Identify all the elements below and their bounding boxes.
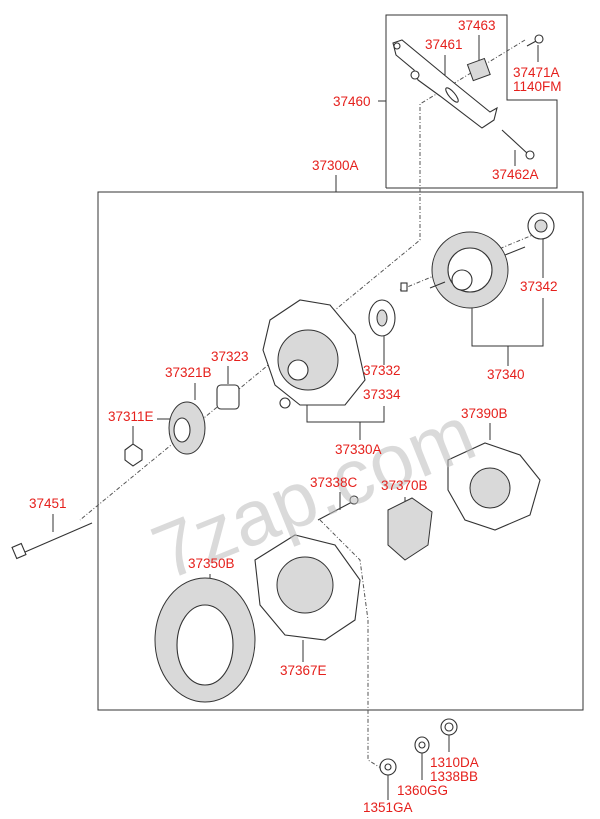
label-1310DA[interactable]: 1310DA	[430, 755, 479, 770]
screw-37334	[400, 282, 408, 292]
bracket-37461	[392, 39, 498, 129]
label-37334[interactable]: 37334	[363, 387, 401, 402]
rear-cover-37390B	[447, 442, 541, 531]
bolt-37462A	[501, 129, 535, 160]
label-37321B[interactable]: 37321B	[165, 365, 212, 380]
bolt-37451	[11, 522, 93, 560]
label-37350B[interactable]: 37350B	[188, 556, 235, 571]
label-1140FM[interactable]: 1140FM	[513, 79, 562, 94]
bushing-37463	[466, 57, 491, 82]
bolt-37471A	[526, 34, 544, 47]
pulley-37321B	[168, 401, 206, 455]
label-37338C[interactable]: 37338C	[310, 475, 358, 490]
label-37300A[interactable]: 37300A	[312, 158, 359, 173]
nut-1310DA	[440, 718, 458, 736]
bearing-37342	[527, 212, 555, 240]
washer-1351GA	[379, 758, 397, 776]
front-housing-37330A	[262, 299, 366, 409]
label-37311E[interactable]: 37311E	[108, 409, 154, 424]
rotor-37340	[429, 231, 526, 309]
label-37451[interactable]: 37451	[29, 496, 67, 511]
bearing-37332	[368, 299, 396, 337]
bolt-37338C	[317, 495, 359, 521]
brush-holder-37370B	[387, 497, 433, 561]
washer-1360GG	[414, 736, 430, 754]
label-37390B[interactable]: 37390B	[461, 406, 508, 421]
label-1338BB[interactable]: 1338BB	[430, 769, 478, 784]
label-37460[interactable]: 37460	[333, 94, 371, 109]
label-37370B[interactable]: 37370B	[381, 478, 428, 493]
nut-37311E	[124, 443, 143, 467]
label-37463[interactable]: 37463	[458, 18, 496, 33]
spacer-37323	[216, 384, 240, 410]
label-37342[interactable]: 37342	[520, 279, 558, 294]
part-labels: 37463 37461 37471A 1140FM 37460 37462A 3…	[29, 18, 562, 815]
label-1351GA[interactable]: 1351GA	[363, 800, 413, 815]
label-37323[interactable]: 37323	[211, 349, 249, 364]
label-1360GG[interactable]: 1360GG	[397, 783, 448, 798]
label-37461[interactable]: 37461	[425, 37, 463, 52]
stator-37350B	[154, 577, 256, 703]
label-37340[interactable]: 37340	[487, 367, 525, 382]
rear-housing-37367E	[254, 534, 361, 641]
bracket-group-box	[385, 14, 558, 189]
label-37462A[interactable]: 37462A	[492, 167, 539, 182]
label-37330A[interactable]: 37330A	[335, 442, 382, 457]
label-37332[interactable]: 37332	[363, 363, 401, 378]
label-37367E[interactable]: 37367E	[280, 663, 327, 678]
label-37471A[interactable]: 37471A	[513, 65, 560, 80]
alternator-assembly-box	[97, 191, 584, 711]
